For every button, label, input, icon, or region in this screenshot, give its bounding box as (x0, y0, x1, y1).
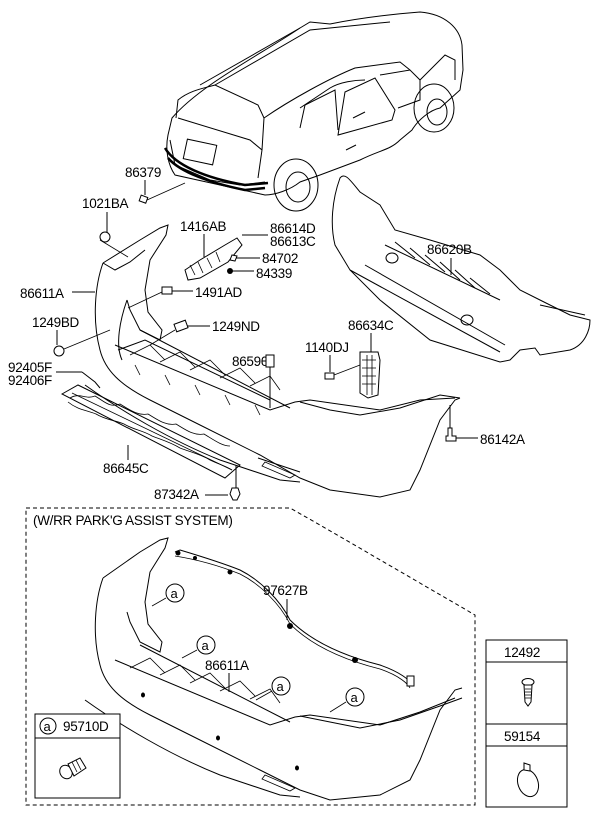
part-label-86379[interactable]: 86379 (125, 165, 161, 180)
part-label-86634C[interactable]: 86634C (348, 318, 394, 333)
screw-icon (53, 345, 65, 357)
leader-line (127, 291, 163, 309)
svg-text:a: a (171, 586, 179, 601)
part-label-1491AD[interactable]: 1491AD (195, 285, 243, 300)
legend-box-a: a 95710D (34, 713, 121, 799)
part-label-59154[interactable]: 59154 (504, 729, 541, 744)
option-box-border (25, 507, 476, 806)
bolt-icon (173, 319, 189, 333)
part-label-87342A[interactable]: 87342A (154, 487, 199, 502)
reflector-illustration (81, 371, 101, 389)
vehicle-illustration (163, 11, 464, 212)
side-parts-table: 12492 59154 (485, 639, 568, 808)
svg-text:a: a (202, 638, 210, 653)
part-label-1140DJ[interactable]: 1140DJ (305, 340, 349, 355)
side-bracket-illustration (184, 237, 243, 281)
parking-sensor-icon (59, 757, 87, 780)
part-label-86590[interactable]: 86590 (232, 354, 268, 369)
lower-grille-illustration (60, 384, 241, 479)
part-label-97627B[interactable]: 97627B (263, 583, 308, 598)
callout-a-2: a (181, 635, 216, 659)
callout-a-3: a (255, 676, 291, 701)
part-label-86613C[interactable]: 86613C (270, 234, 316, 249)
part-label-84702[interactable]: 84702 (262, 251, 298, 266)
callout-a-1: a (151, 583, 185, 607)
part-label-86645C[interactable]: 86645C (103, 461, 149, 476)
part-label-86142A[interactable]: 86142A (480, 432, 525, 447)
part-label-86611A-variant[interactable]: 86611A (205, 658, 249, 673)
leader-line (149, 329, 176, 346)
part-label-95710D[interactable]: 95710D (63, 719, 109, 734)
part-label-86611A[interactable]: 86611A (20, 286, 64, 301)
leader-line (63, 329, 111, 350)
part-label-1021BA[interactable]: 1021BA (82, 196, 129, 211)
rear-bumper-illustration (84, 224, 461, 498)
bolt-icon (161, 286, 173, 295)
clip-icon (265, 354, 275, 368)
part-label-84339[interactable]: 84339 (256, 266, 292, 281)
bolt-icon (324, 372, 335, 380)
svg-text:a: a (277, 679, 285, 694)
clip-icon (229, 487, 241, 501)
part-label-1249ND[interactable]: 1249ND (212, 319, 261, 334)
leader-line (333, 364, 361, 376)
clip-icon (229, 254, 238, 262)
part-label-1416AB[interactable]: 1416AB (180, 219, 227, 234)
part-label-12492[interactable]: 12492 (504, 645, 540, 660)
nut-icon (99, 231, 111, 243)
bolt-icon (445, 427, 457, 442)
bumper-bracket-illustration (359, 351, 381, 399)
legend-callout: a (44, 719, 52, 734)
svg-text:a: a (351, 690, 359, 705)
part-label-92406F[interactable]: 92406F (8, 373, 52, 388)
part-label-1249BD[interactable]: 1249BD (32, 315, 80, 330)
wiring-harness-illustration (174, 549, 415, 689)
part-label-92405F[interactable]: 92405F (8, 360, 52, 375)
plug-icon (516, 762, 540, 798)
rear-bumper-sensor-variant-illustration (84, 537, 463, 801)
part-label-86620B[interactable]: 86620B (427, 242, 472, 257)
part-label-86614D[interactable]: 86614D (270, 221, 316, 236)
clip-icon (138, 194, 149, 204)
leader-line (99, 239, 129, 258)
option-box-title: (W/RR PARK'G ASSIST SYSTEM) (33, 513, 233, 528)
fastener-icon (227, 268, 233, 274)
callout-a-4: a (329, 687, 365, 713)
leader-line (146, 182, 186, 201)
screw-icon (521, 678, 535, 707)
energy-absorber-illustration (331, 175, 591, 363)
